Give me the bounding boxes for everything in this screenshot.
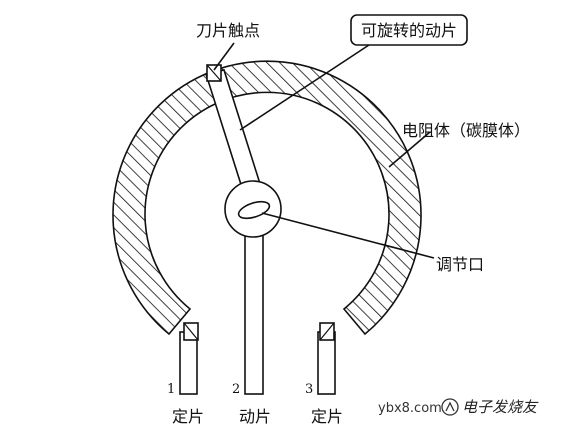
adjust-slot [237,200,271,220]
watermark: ybx8.com 电子发烧友 [378,398,539,416]
terminal-2-name: 动片 [239,407,271,426]
blade-contact [206,64,222,82]
callout-box [350,14,468,46]
resistor-ring [112,60,422,336]
label-blade-contact: 刀片触点 [196,21,260,40]
leader-rotating-blade [239,42,373,131]
terminal-3-number: 3 [305,382,313,397]
terminal-3-name: 定片 [311,407,343,426]
terminal-2-number: 2 [232,382,240,397]
terminal-2 [244,233,264,395]
leader-adjust-slot [261,212,435,259]
label-rotating-blade: 可旋转的动片 [361,21,457,40]
watermark-cn: 电子发烧友 [462,398,539,416]
label-resistor-body: 电阻体（碳膜体） [402,121,530,140]
leader-resistor-body [388,131,431,168]
terminal-1 [179,322,199,395]
leader-blade-contact [213,42,235,71]
label-adjust-slot: 调节口 [436,255,484,274]
terminal-3 [317,322,336,395]
terminal-1-number: 1 [167,382,175,397]
watermark-logo-icon [441,398,459,416]
watermark-domain: ybx8.com [378,401,442,416]
terminal-1-name: 定片 [172,407,204,426]
